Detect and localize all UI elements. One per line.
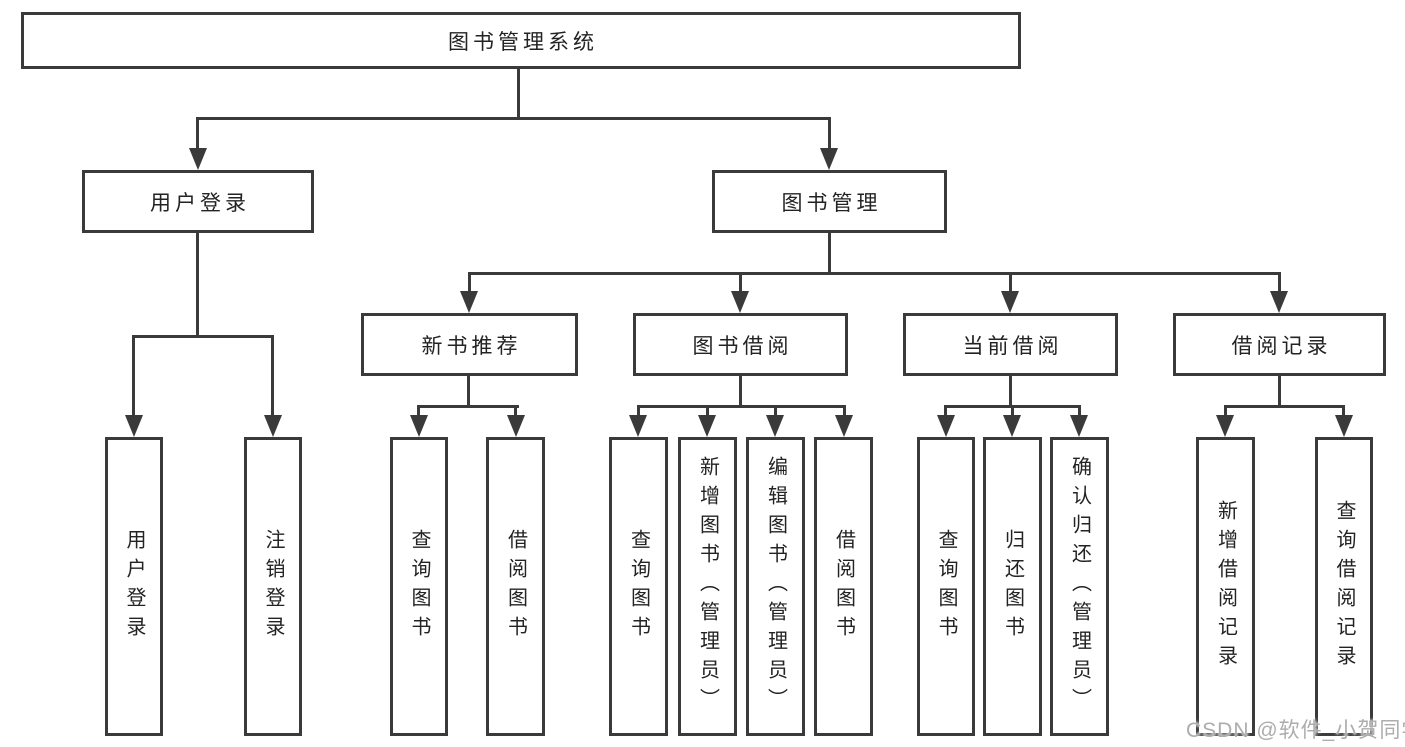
leaf-user-login: 用户登录: [105, 437, 163, 736]
node-book-borrow: 图书借阅: [633, 313, 848, 376]
connector-root-right-drop: [828, 117, 831, 151]
node-new-book-recommend-label: 新书推荐: [421, 334, 522, 358]
leaf-borrow-edit-books-admin-label: 编辑图书（管理员）: [764, 456, 787, 717]
connector-userlogin-hbar: [132, 335, 274, 338]
connector-current-drop1: [944, 405, 947, 418]
node-user-login: 用户登录: [82, 170, 314, 233]
connector-bookmgmt-stem: [828, 233, 831, 275]
connector-newbook-drop2: [514, 405, 517, 418]
arrow-down-icon: [937, 415, 955, 437]
node-book-borrow-label: 图书借阅: [692, 334, 793, 358]
connector-root-hbar: [197, 117, 831, 120]
node-user-login-label: 用户登录: [150, 191, 250, 215]
leaf-borrow-add-books-admin-label: 新增图书（管理员）: [696, 456, 719, 717]
leaf-current-return-books-label: 归还图书: [1001, 528, 1024, 645]
leaf-borrow-borrow-books: 借阅图书: [814, 437, 873, 736]
connector-borrow-drop2: [706, 405, 709, 418]
node-book-management-label: 图书管理: [781, 191, 882, 215]
arrow-down-icon: [766, 415, 784, 437]
leaf-records-query-record-label: 查询借阅记录: [1333, 499, 1355, 674]
connector-root-stem: [517, 69, 520, 120]
arrow-down-icon: [507, 415, 525, 437]
node-root: 图书管理系统: [21, 12, 1021, 69]
leaf-records-add-record: 新增借阅记录: [1196, 437, 1255, 736]
node-new-book-recommend: 新书推荐: [361, 313, 578, 376]
node-borrow-records-label: 借阅记录: [1231, 334, 1332, 358]
node-root-label: 图书管理系统: [448, 30, 598, 54]
connector-current-stem: [1009, 376, 1012, 408]
arrow-down-icon: [731, 291, 749, 313]
connector-bookmgmt-drop2: [739, 272, 742, 294]
arrow-down-icon: [820, 148, 838, 170]
leaf-current-query-books-label: 查询图书: [935, 528, 957, 645]
connector-newbook-hbar: [417, 405, 519, 408]
leaf-borrow-borrow-books-label: 借阅图书: [832, 528, 855, 645]
leaf-current-confirm-return-admin-label: 确认归还（管理员）: [1068, 456, 1091, 717]
connector-borrow-drop4: [843, 405, 846, 418]
leaf-records-add-record-label: 新增借阅记录: [1214, 499, 1237, 674]
leaf-newbook-borrow-books-label: 借阅图书: [504, 528, 527, 645]
leaf-current-query-books: 查询图书: [917, 437, 975, 736]
connector-records-drop2: [1342, 405, 1345, 418]
arrow-down-icon: [1003, 415, 1021, 437]
connector-borrow-hbar: [637, 405, 846, 408]
node-current-borrow: 当前借阅: [903, 313, 1118, 376]
connector-borrow-drop1: [637, 405, 640, 418]
arrow-down-icon: [835, 415, 853, 437]
arrow-down-icon: [264, 415, 282, 437]
connector-bookmgmt-drop4: [1278, 272, 1281, 294]
connector-borrow-stem: [739, 376, 742, 408]
leaf-borrow-edit-books-admin: 编辑图书（管理员）: [746, 437, 805, 736]
arrow-down-icon: [1001, 291, 1019, 313]
node-borrow-records: 借阅记录: [1173, 313, 1386, 376]
leaf-user-login-label: 用户登录: [123, 528, 145, 645]
node-book-management: 图书管理: [712, 170, 947, 233]
connector-borrow-drop3: [774, 405, 777, 418]
connector-records-drop1: [1224, 405, 1227, 418]
leaf-records-query-record: 查询借阅记录: [1315, 437, 1373, 736]
arrow-down-icon: [1070, 415, 1088, 437]
arrow-down-icon: [1335, 415, 1353, 437]
leaf-newbook-borrow-books: 借阅图书: [486, 437, 545, 736]
leaf-borrow-add-books-admin: 新增图书（管理员）: [678, 437, 737, 736]
arrow-down-icon: [1216, 415, 1234, 437]
connector-newbook-drop1: [417, 405, 420, 418]
leaf-newbook-query-books-label: 查询图书: [408, 528, 430, 645]
leaf-current-return-books: 归还图书: [983, 437, 1042, 736]
connector-records-stem: [1278, 376, 1281, 408]
arrow-down-icon: [1270, 291, 1288, 313]
arrow-down-icon: [410, 415, 428, 437]
csdn-watermark: CSDN @软件_小贺同学: [1186, 719, 1405, 742]
arrow-down-icon: [125, 415, 143, 437]
leaf-logout: 注销登录: [244, 437, 302, 736]
leaf-borrow-query-books: 查询图书: [609, 437, 668, 736]
leaf-newbook-query-books: 查询图书: [390, 437, 448, 736]
connector-bookmgmt-drop3: [1009, 272, 1012, 294]
arrow-down-icon: [189, 148, 207, 170]
connector-userlogin-drop1: [132, 335, 135, 417]
connector-records-hbar: [1224, 405, 1345, 408]
connector-current-drop2: [1011, 405, 1014, 418]
connector-userlogin-drop2: [271, 335, 274, 417]
connector-current-drop3: [1078, 405, 1081, 418]
arrow-down-icon: [629, 415, 647, 437]
connector-newbook-stem: [467, 376, 470, 408]
arrow-down-icon: [460, 291, 478, 313]
leaf-current-confirm-return-admin: 确认归还（管理员）: [1050, 437, 1109, 736]
connector-bookmgmt-drop1: [468, 272, 471, 294]
connector-bookmgmt-hbar: [468, 272, 1281, 275]
connector-userlogin-stem: [196, 233, 199, 338]
leaf-borrow-query-books-label: 查询图书: [627, 528, 650, 645]
node-current-borrow-label: 当前借阅: [962, 334, 1063, 358]
arrow-down-icon: [698, 415, 716, 437]
leaf-logout-label: 注销登录: [262, 528, 284, 645]
connector-root-left-drop: [196, 117, 199, 151]
